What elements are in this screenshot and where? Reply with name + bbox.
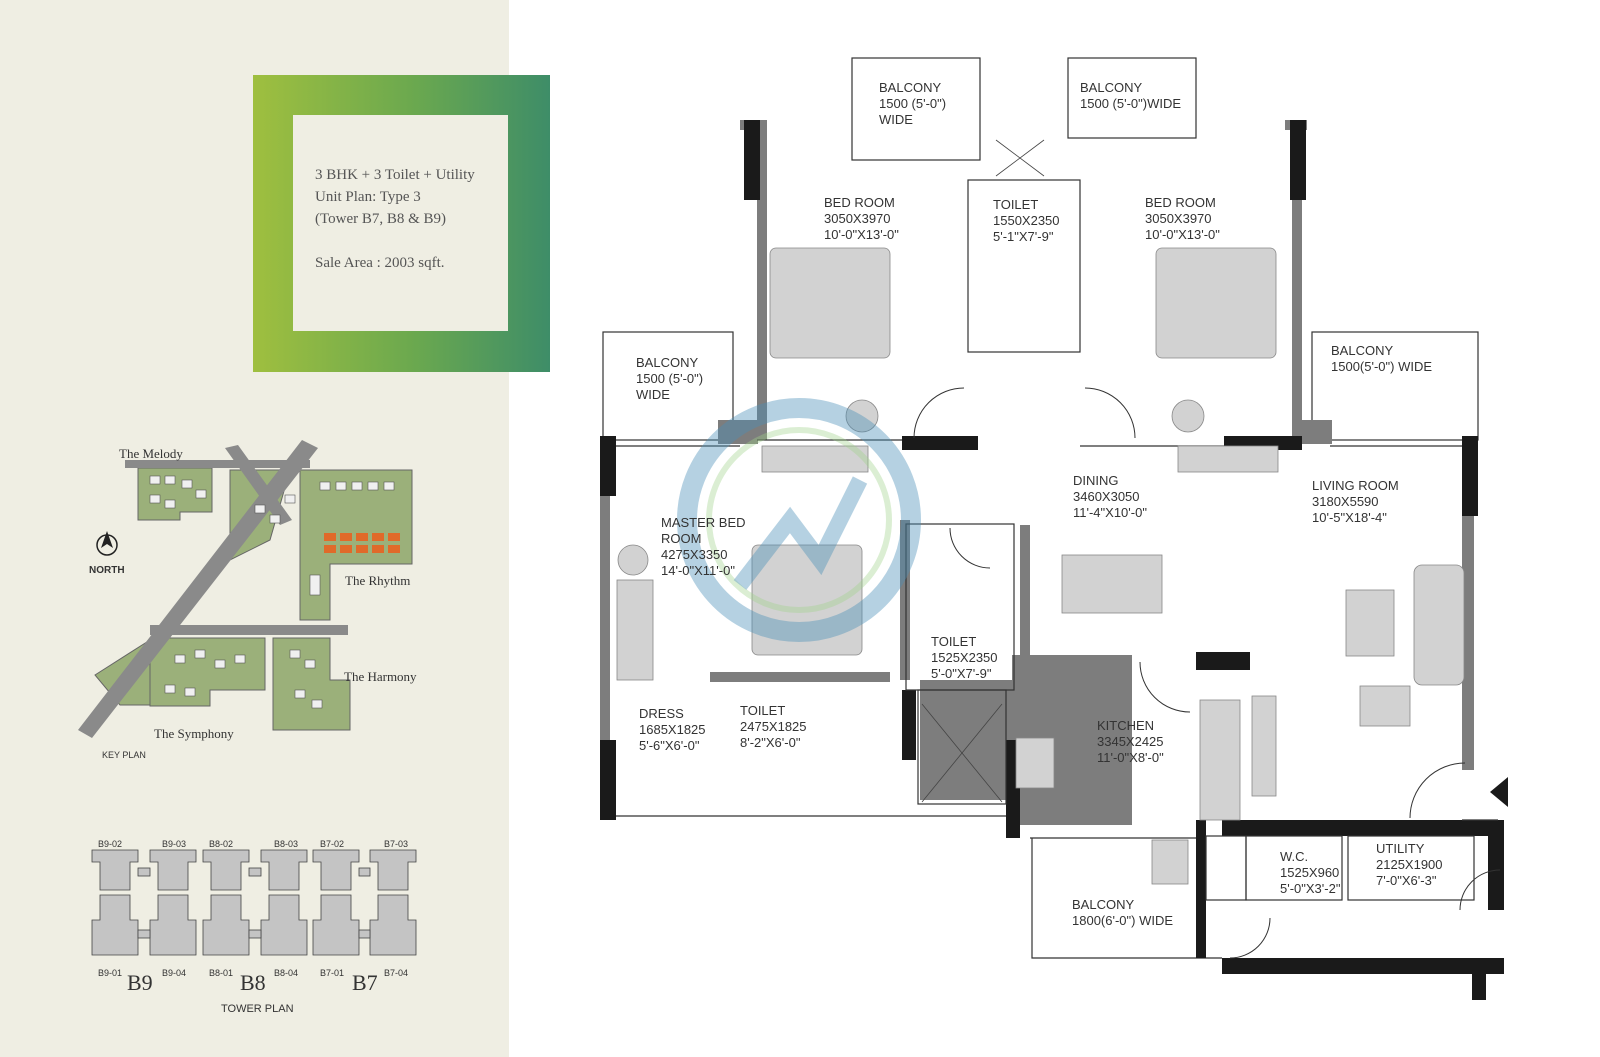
title-box: 3 BHK + 3 Toilet + Utility Unit Plan: Ty… [293,115,508,331]
key-plan-map [78,440,417,956]
label-the-harmony: The Harmony [344,669,417,684]
tower-label: B7-04 [384,968,409,978]
tower-label: B7-03 [384,839,409,849]
title-unit-plan: Unit Plan: Type 3 [315,189,421,205]
tower-name-b9: B9 [127,970,153,995]
tower-name-b7: B7 [352,970,378,995]
tower-name-b8: B8 [240,970,266,995]
tower-plan-blocks [91,849,417,956]
tower-plan-caption: TOWER PLAN [221,1003,294,1015]
tower-label: B9-01 [98,968,123,978]
key-plan-caption: KEY PLAN [102,750,146,760]
door-swings [913,387,1501,959]
grey-walls [600,120,1474,825]
tower-label: B8-03 [274,839,299,849]
tower-label: B7-01 [320,968,345,978]
title-sale-area: Sale Area : 2003 sqft. [315,255,445,271]
title-config: 3 BHK + 3 Toilet + Utility [315,167,475,183]
tower-label: B8-04 [274,968,299,978]
furniture [616,247,1465,885]
tower-label: B8-02 [209,839,234,849]
shaft-x [921,139,1045,803]
label-the-symphony: The Symphony [154,726,234,741]
tower-label: B8-01 [209,968,234,978]
interior-walls [616,179,1498,901]
label-north: NORTH [89,565,125,576]
watermark-logo [677,398,921,642]
black-walls [600,120,1504,1000]
title-frame: 3 BHK + 3 Toilet + Utility Unit Plan: Ty… [253,75,550,372]
tower-label: B9-03 [162,839,187,849]
title-towers: (Tower B7, B8 & B9) [315,211,447,227]
label-the-rhythm: The Rhythm [345,573,411,588]
balcony-outlines [602,57,1479,959]
tower-label: B9-02 [98,839,123,849]
tower-label: B9-04 [162,968,187,978]
left-panel: 3 BHK + 3 Toilet + Utility Unit Plan: Ty… [0,0,550,1057]
entry-arrow-icon [1490,777,1508,807]
label-the-melody: The Melody [119,446,183,461]
north-arrow-icon [96,531,118,556]
tower-label: B7-02 [320,839,345,849]
